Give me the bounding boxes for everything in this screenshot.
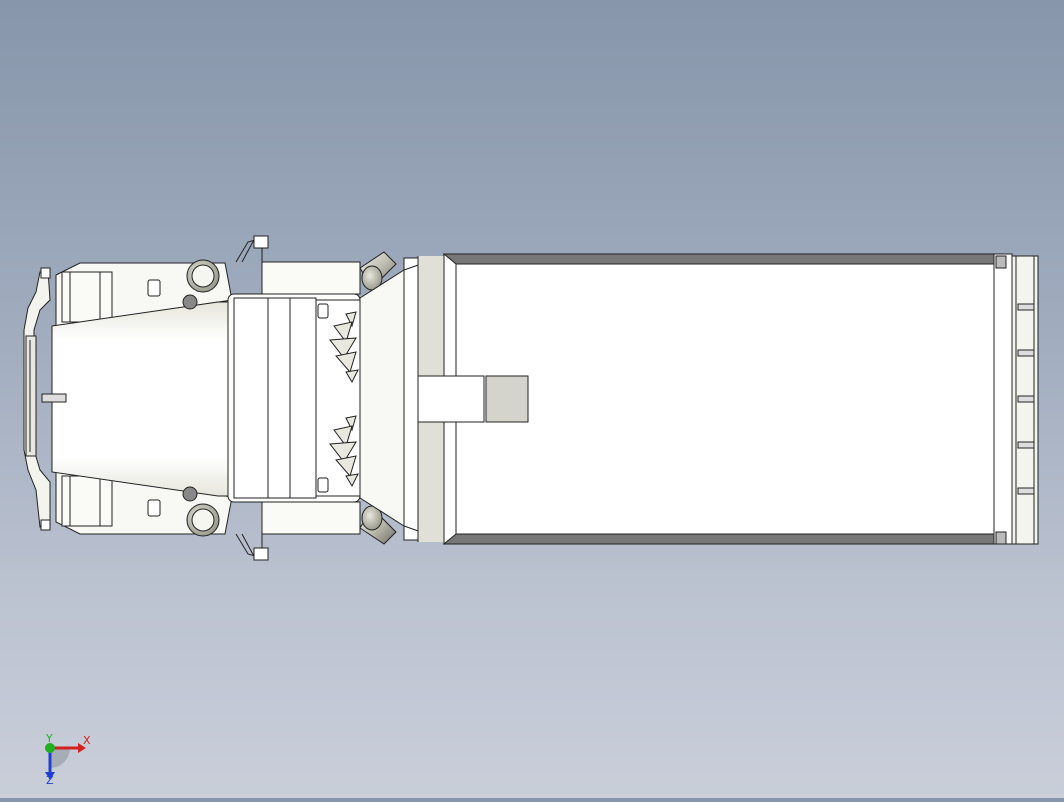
cab [227, 261, 363, 535]
left-mirror [235, 235, 269, 263]
cargo-body [417, 253, 995, 545]
left-exhaust [359, 251, 397, 291]
left-lamp [182, 259, 220, 310]
z-axis-label: Z [46, 774, 54, 787]
y-axis-dot [45, 743, 55, 753]
x-axis-label: X [83, 734, 91, 747]
axis-triad: X Y Z [30, 728, 100, 788]
right-exhaust [359, 505, 397, 545]
y-axis-label: Y [46, 732, 53, 745]
right-lamp [182, 486, 220, 537]
hood [51, 301, 233, 497]
rear-gate [993, 253, 1039, 545]
front-bumper [23, 267, 51, 531]
vent-fins [329, 311, 359, 488]
axis-triad-graphic [45, 743, 86, 780]
right-mirror [235, 533, 269, 561]
